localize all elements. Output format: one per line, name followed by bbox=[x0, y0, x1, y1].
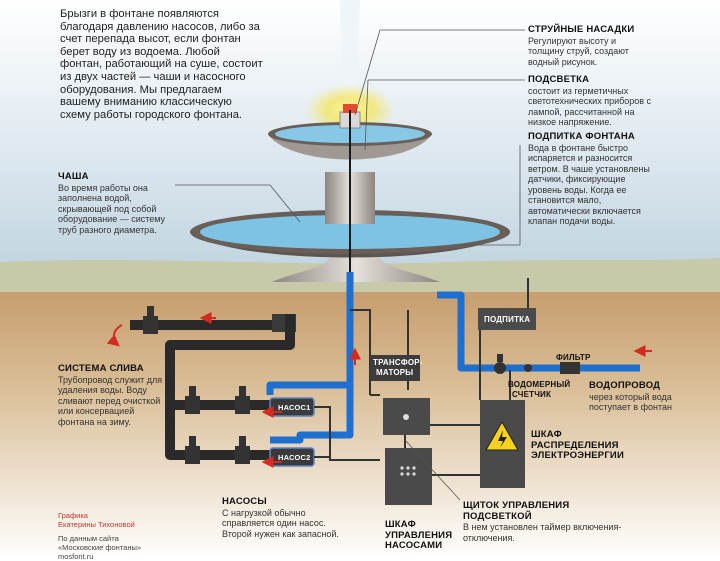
drain-text: Трубопровод служит для удаления воды. Во… bbox=[58, 374, 163, 427]
nozzles-callout: СТРУЙНЫЕ НАСАДКИ Регулируют высоту и тол… bbox=[528, 24, 648, 67]
credit-graphics: Графика Екатерины Тихоновой bbox=[58, 511, 135, 529]
water-supply-title: ВОДОПРОВОД bbox=[589, 380, 661, 391]
transformers-label-2: МАТОРЫ bbox=[376, 368, 414, 377]
flow-arrow-icon bbox=[106, 312, 652, 468]
lighting-callout: ПОДСВЕТКА состоит из герметичных светоте… bbox=[528, 74, 658, 128]
light-panel-callout: ЩИТОК УПРАВЛЕНИЯ ПОДСВЕТКОЙ В нем устано… bbox=[463, 500, 628, 543]
pump-cabinet-buttons bbox=[400, 466, 416, 476]
bowl-text: Во время работы она заполнена водой, скр… bbox=[58, 182, 166, 235]
transformers-label-1: ТРАНСФОР- bbox=[373, 358, 423, 367]
feed-title: ПОДПИТКА ФОНТАНА bbox=[528, 131, 635, 142]
credit-line3: По данным сайта bbox=[58, 534, 119, 543]
pumps-text: С нагрузкой обычно справляется один насо… bbox=[222, 507, 339, 539]
water-meter bbox=[494, 362, 506, 374]
pump-cabinet-callout: ШКАФ УПРАВЛЕНИЯ НАСОСАМИ bbox=[385, 519, 465, 552]
pump-cabinet-line2: УПРАВЛЕНИЯ bbox=[385, 529, 453, 541]
pump1-label: НАСОС1 bbox=[278, 403, 311, 412]
valve-icon bbox=[143, 306, 250, 464]
nozzles-text: Регулируют высоту и толщину струй, созда… bbox=[528, 35, 629, 67]
bowl-callout: ЧАША Во время работы она заполнена водой… bbox=[58, 171, 173, 235]
light-panel-title: ЩИТОК УПРАВЛЕНИЯ ПОДСВЕТКОЙ bbox=[463, 500, 570, 522]
power-cabinet-line2: РАСПРЕДЕЛЕНИЯ bbox=[531, 439, 619, 451]
light-panel-knob bbox=[403, 414, 409, 420]
feed-text: Вода в фонтане быстро испаряется и разно… bbox=[528, 142, 650, 227]
meter-label-2: СЧЕТЧИК bbox=[512, 390, 552, 399]
lighting-text: состоит из герметичных светотехнических … bbox=[528, 85, 652, 128]
callout-lines bbox=[175, 29, 525, 501]
pump-cabinet-line1: ШКАФ bbox=[385, 519, 416, 530]
drain-callout: СИСТЕМА СЛИВА Трубопровод служит для уда… bbox=[58, 363, 166, 427]
pumps-callout: НАСОСЫ С нагрузкой обычно справляется од… bbox=[222, 496, 342, 539]
transformers-box bbox=[370, 355, 420, 381]
soil bbox=[0, 292, 720, 560]
pump-cabinet-line3: НАСОСАМИ bbox=[385, 540, 443, 551]
water-supply-callout: ВОДОПРОВОД через который вода поступает … bbox=[589, 380, 704, 413]
feed-box bbox=[478, 308, 536, 330]
meter-top bbox=[497, 354, 503, 362]
filter-body bbox=[560, 362, 580, 374]
credit-line2: Екатерины Тихоновой bbox=[58, 520, 135, 529]
feed-callout: ПОДПИТКА ФОНТАНА Вода в фонтане быстро и… bbox=[528, 131, 656, 227]
credit-line1: Графика bbox=[58, 511, 88, 520]
credit-source: По данным сайта «Московские фонтаны» mos… bbox=[58, 534, 141, 561]
power-cabinet-line3: ЭЛЕКТРОЭНЕРГИИ bbox=[531, 450, 624, 461]
pump-cabinet-box bbox=[385, 448, 432, 505]
valve-feed bbox=[524, 364, 532, 372]
filter-label: ФИЛЬТР bbox=[556, 353, 591, 362]
meter-label-1: ВОДОМЕРНЫЙ bbox=[508, 380, 571, 389]
power-cabinet-line1: ШКАФ bbox=[531, 429, 562, 440]
feed-box-label: ПОДПИТКА bbox=[484, 315, 531, 324]
power-cabinet-callout: ШКАФ РАСПРЕДЕЛЕНИЯ ЭЛЕКТРОЭНЕРГИИ bbox=[531, 429, 624, 462]
credit-line5: mosfont.ru bbox=[58, 552, 94, 561]
lighting-title: ПОДСВЕТКА bbox=[528, 74, 590, 85]
pump2-label: НАСОС2 bbox=[278, 453, 311, 462]
bowl-title: ЧАША bbox=[58, 171, 89, 182]
intro-text: Брызги в фонтане появляются благодаря да… bbox=[60, 8, 263, 121]
nozzles-title: СТРУЙНЫЕ НАСАДКИ bbox=[528, 24, 635, 35]
water-supply-text: через который вода поступает в фонтан bbox=[589, 391, 672, 413]
drain-title: СИСТЕМА СЛИВА bbox=[58, 363, 144, 374]
high-voltage-icon bbox=[485, 420, 519, 451]
pumps-title: НАСОСЫ bbox=[222, 496, 267, 507]
light-panel-text: В нем установлен таймер включения-отключ… bbox=[463, 522, 622, 543]
credit-line4: «Московские фонтаны» bbox=[58, 543, 142, 552]
water-jet bbox=[340, 0, 360, 110]
